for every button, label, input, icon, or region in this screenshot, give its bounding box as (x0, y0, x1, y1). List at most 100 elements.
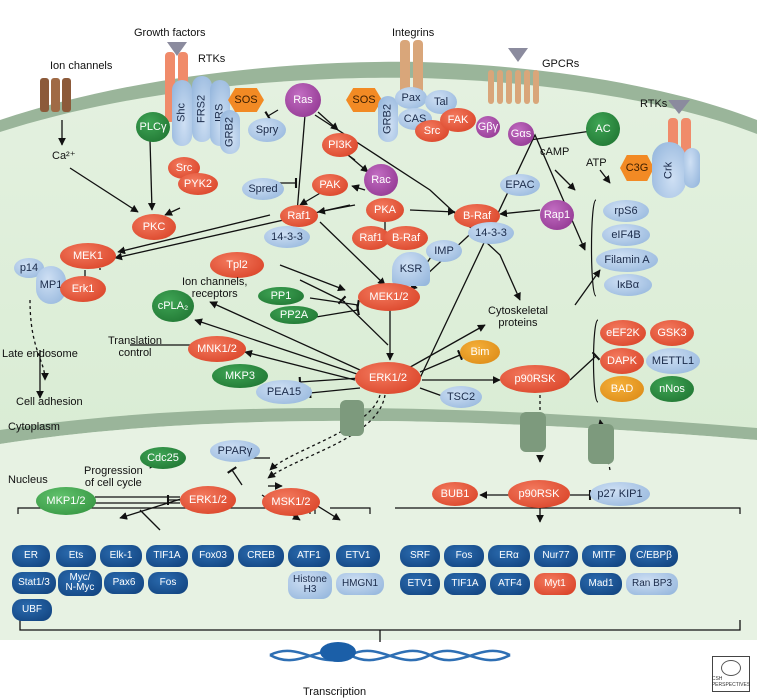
tf-left-8: UBF (12, 599, 52, 621)
node-filamin: Filamin A (596, 248, 658, 272)
ion-channels-label: Ion channels (50, 60, 113, 72)
node-rap1: Rap1 (540, 200, 574, 230)
node-spred: Spred (242, 178, 284, 200)
node-mek1: MEK1 (60, 243, 116, 269)
node-pyk2: PYK2 (178, 173, 218, 195)
node-ppary: PPARγ (210, 440, 260, 462)
node-p27kip1: p27 KIP1 (590, 482, 650, 506)
tf-left-3: TIF1A (146, 545, 188, 567)
tf-right-0: SRF (400, 545, 440, 567)
node-gby: Gβγ (476, 116, 500, 138)
node-frs2: FRS2 (192, 76, 212, 142)
node-ras: Ras (285, 83, 321, 117)
node-fak: FAK (440, 108, 476, 132)
node-mek12: MEK1/2 (358, 283, 420, 311)
dna-strand-b (269, 649, 511, 662)
node-pi3k: PI3K (322, 133, 358, 157)
tf-right-1: Fos (444, 545, 484, 567)
node-pp2a: PP2A (270, 306, 318, 324)
translation-control-label: Translation control (108, 335, 163, 359)
integrin-receptor (400, 40, 423, 100)
node-raf1-b: Raf1 (352, 226, 390, 250)
integrins-label: Integrins (392, 27, 435, 39)
tf-right-11: Ran BP3 (626, 573, 678, 595)
tf-right-10: Mad1 (580, 573, 622, 595)
tf-right-4: MITF (582, 545, 626, 567)
tf-mid2-2: Histone H3 (288, 571, 332, 599)
node-plcg: PLCγ (136, 112, 170, 142)
transcription-label: Transcription (303, 686, 367, 698)
node-bad: BAD (600, 376, 644, 402)
gpcrs-label: GPCRs (542, 58, 580, 70)
node-bim: Bim (460, 340, 500, 364)
tf-right-3: Nur77 (534, 545, 578, 567)
tf-mid1-1: CREB (238, 545, 284, 567)
node-ikba: IκBα (604, 274, 652, 296)
node-mettl1: METTL1 (646, 348, 700, 374)
node-msk12: MSK1/2 (262, 488, 320, 516)
csh-perspectives-logo: CSH PERSPECTIVES (712, 656, 750, 692)
node-pka: PKA (366, 198, 404, 222)
tf-mid2-3: HMGN1 (336, 573, 384, 595)
node-nnos: nNos (650, 376, 694, 402)
node-crk-tail (684, 148, 700, 188)
node-spry: Spry (248, 118, 286, 142)
tf-left-5: Myc/ N-Myc (58, 570, 102, 596)
node-pp1: PP1 (258, 287, 304, 305)
node-p14: p14 (14, 258, 44, 278)
tf-left-0: ER (12, 545, 50, 567)
rtks-left-label: RTKs (198, 53, 226, 65)
node-crk: Crk (652, 142, 686, 198)
node-pkc: PKC (132, 214, 176, 240)
cytoskeletal-proteins-label: Cytoskeletal proteins (488, 305, 548, 329)
cytoplasm-label: Cytoplasm (8, 421, 60, 433)
node-gas: Gαs (508, 122, 534, 146)
tf-mid2-0: ATF1 (288, 545, 330, 567)
nuclear-pore-mid (520, 412, 546, 452)
node-cpla2: cPLA₂ (152, 290, 194, 322)
node-camp: cAMP (540, 146, 570, 158)
nuclear-pore-right (588, 424, 614, 464)
progression-cell-cycle-label: Progression of cell cycle (84, 465, 143, 489)
tf-right-9: Myt1 (534, 573, 576, 595)
node-rac: Rac (364, 164, 398, 196)
node-1433-a: 14-3-3 (264, 226, 310, 248)
node-erk12-nuclear: ERK1/2 (180, 486, 236, 514)
node-ksr: KSR (392, 252, 430, 286)
node-erk12: ERK1/2 (355, 362, 421, 394)
node-shc: Shc (172, 80, 192, 146)
node-pea15: PEA15 (256, 380, 312, 404)
node-tpl2: Tpl2 (210, 252, 264, 278)
growth-factors-label: Growth factors (134, 27, 206, 39)
node-erk1: Erk1 (60, 276, 106, 302)
node-tsc2: TSC2 (440, 386, 482, 408)
node-gsk3: GSK3 (650, 320, 694, 346)
node-pak: PAK (312, 174, 348, 196)
node-pax: Pax (395, 87, 427, 109)
tf-mid2-1: ETV1 (336, 545, 380, 567)
tf-mid1-0: Fox03 (192, 545, 234, 567)
node-src-integrin: Src (415, 120, 449, 142)
node-mkp12: MKP1/2 (36, 487, 96, 515)
node-ca: Ca²⁺ (52, 150, 76, 162)
tf-left-6: Pax6 (104, 572, 144, 594)
rtks-right-label: RTKs (640, 98, 668, 110)
node-epac: EPAC (500, 174, 540, 196)
node-imp: IMP (426, 240, 462, 262)
node-cdc25: Cdc25 (140, 447, 186, 469)
node-c3g: C3G (620, 155, 654, 181)
node-p90rsk: p90RSK (500, 365, 570, 393)
nucleus-label: Nucleus (8, 474, 48, 486)
tf-right-2: ERα (488, 545, 530, 567)
tf-left-7: Fos (148, 572, 188, 594)
tf-right-8: ATF4 (490, 573, 530, 595)
tf-left-4: Stat1/3 (12, 572, 56, 594)
nuclear-pore-left (340, 400, 364, 436)
node-mnk12: MNK1/2 (188, 336, 246, 362)
node-eef2k: eEF2K (600, 320, 646, 346)
node-dapk: DAPK (600, 348, 644, 374)
cell-adhesion-label: Cell adhesion (16, 396, 83, 408)
tf-left-2: Elk-1 (100, 545, 142, 567)
node-sos-left: SOS (228, 88, 264, 112)
node-grb2-left: GRB2 (220, 110, 240, 154)
